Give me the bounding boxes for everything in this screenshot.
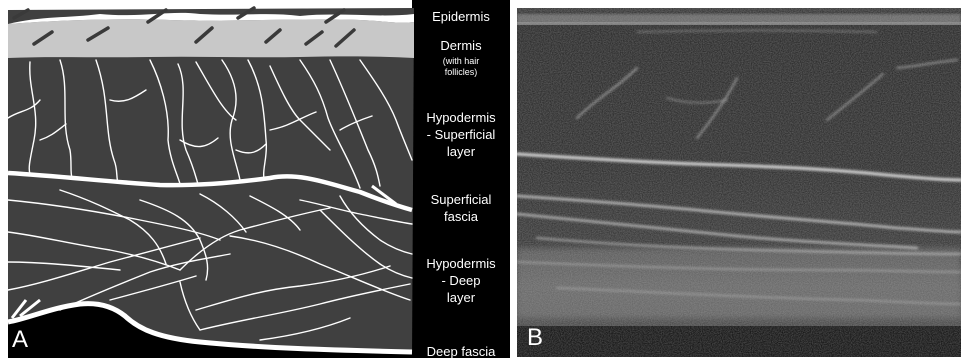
label-dermis-note-1: (with hair — [414, 56, 508, 67]
schematic-panel: Epidermis Dermis (with hair follicles) H… — [0, 0, 510, 358]
label-hypodermis-deep-3: layer — [414, 290, 508, 305]
panel-letter-a: A — [12, 328, 28, 352]
label-dermis: Dermis — [414, 38, 508, 53]
label-hypodermis-deep-1: Hypodermis — [414, 256, 508, 271]
label-hypodermis-superficial-3: layer — [414, 144, 508, 159]
label-dermis-note-2: follicles) — [414, 67, 508, 78]
label-hypodermis-deep-2: - Deep — [414, 273, 508, 288]
panel-letter-b: B — [527, 326, 543, 350]
ultrasound-image — [517, 8, 961, 357]
label-superficial-fascia-1: Superficial — [414, 192, 508, 207]
speckle-texture — [517, 8, 961, 357]
ultrasound-panel: B — [517, 8, 961, 357]
label-deep-fascia: Deep fascia — [414, 344, 508, 359]
label-hypodermis-superficial-2: - Superficial — [414, 127, 508, 142]
label-hypodermis-superficial-1: Hypodermis — [414, 110, 508, 125]
label-epidermis: Epidermis — [414, 9, 508, 24]
label-superficial-fascia-2: fascia — [414, 209, 508, 224]
dermis-band — [8, 19, 414, 58]
